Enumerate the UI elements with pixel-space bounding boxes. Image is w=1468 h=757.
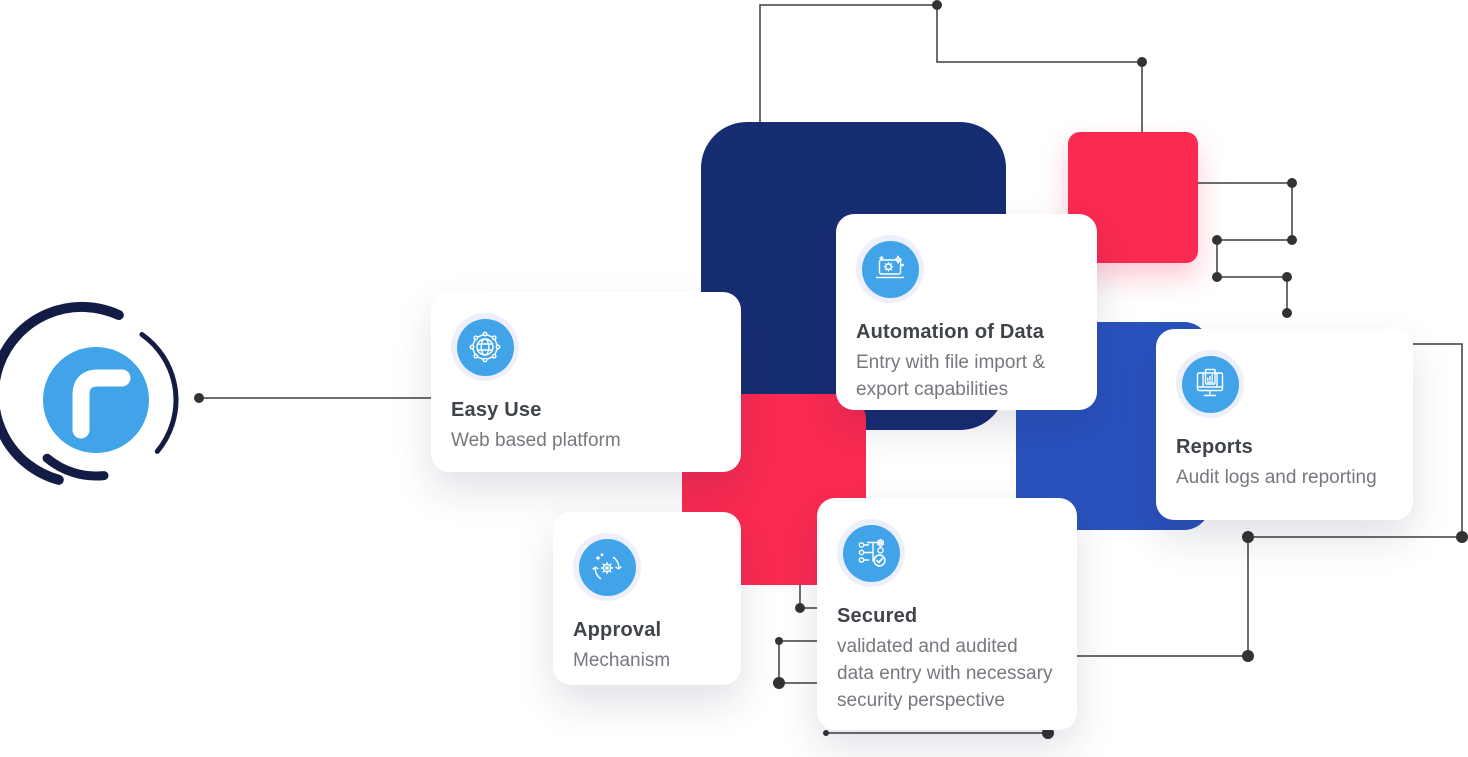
connector-top bbox=[759, 4, 1143, 132]
card-description: Web based platform bbox=[451, 430, 621, 451]
card-description: Entry with file import & export capabili… bbox=[856, 352, 1045, 400]
connector-approval-to-secured bbox=[778, 640, 817, 684]
card-title: Reports bbox=[1176, 436, 1253, 458]
icon-disc bbox=[578, 538, 636, 596]
card-title: Secured bbox=[837, 605, 918, 627]
feature-card-secured: Secured validated and audited data entry… bbox=[817, 498, 1077, 730]
connector-right-zigzag bbox=[1198, 182, 1293, 313]
monitor-chart-icon bbox=[1196, 368, 1224, 397]
icon-disc bbox=[456, 318, 514, 376]
icon-ring bbox=[1176, 350, 1244, 418]
feature-card-reports: Reports Audit logs and reporting bbox=[1156, 329, 1413, 520]
icon-ring bbox=[451, 313, 519, 381]
icon-ring bbox=[856, 235, 924, 303]
feature-card-easy-use: Easy Use Web based platform bbox=[431, 292, 741, 472]
icon-disc bbox=[842, 524, 900, 582]
card-description: validated and audited data entry with ne… bbox=[837, 636, 1053, 711]
card-description: Audit logs and reporting bbox=[1176, 467, 1377, 488]
laptop-gear-icon bbox=[875, 255, 905, 279]
sync-gear-icon bbox=[592, 553, 622, 580]
connector-pink-to-secured bbox=[799, 585, 817, 609]
network-globe-icon bbox=[469, 331, 501, 363]
icon-ring bbox=[573, 533, 641, 601]
icon-disc bbox=[861, 240, 919, 298]
icon-ring bbox=[837, 519, 905, 587]
icon-disc bbox=[1181, 355, 1239, 413]
card-description: Mechanism bbox=[573, 650, 671, 671]
flowchart-check-icon bbox=[858, 538, 886, 567]
feature-card-approval: Approval Mechanism bbox=[553, 512, 741, 685]
card-title: Approval bbox=[573, 619, 662, 641]
card-title: Easy Use bbox=[451, 399, 542, 421]
card-title: Automation of Data bbox=[856, 321, 1045, 343]
feature-card-automation: Automation of Data Entry with file impor… bbox=[836, 214, 1097, 410]
r-mark-logo-icon bbox=[0, 301, 179, 485]
